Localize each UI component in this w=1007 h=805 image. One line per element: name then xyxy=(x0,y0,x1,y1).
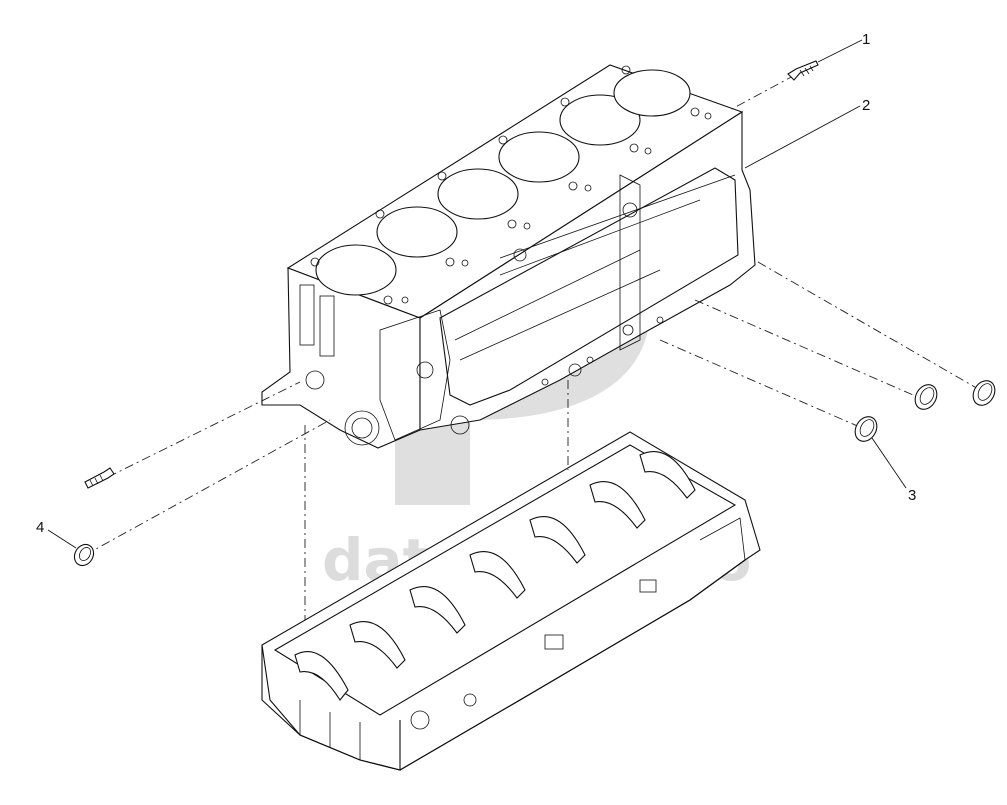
plug-icon xyxy=(854,416,878,442)
callout-1: 1 xyxy=(862,31,870,48)
crankcase-bedplate xyxy=(261,431,761,771)
bolt-part-1 xyxy=(787,60,819,81)
engine-cylinder-block xyxy=(261,64,756,449)
callout-labels: 1 2 3 4 xyxy=(36,31,916,536)
plug-part-4 xyxy=(73,543,95,567)
head-bolt-holes xyxy=(310,65,712,305)
plug-part-3-group xyxy=(854,380,996,442)
callout-2: 2 xyxy=(862,97,870,114)
bolt-part-left xyxy=(84,467,115,489)
callout-4: 4 xyxy=(36,519,44,536)
plug-icon xyxy=(972,380,996,406)
plug-icon xyxy=(914,384,938,410)
main-bearing-webs xyxy=(294,451,696,701)
callout-3: 3 xyxy=(908,487,916,504)
cylinder-bore-group xyxy=(315,69,691,296)
alignment-lines xyxy=(84,74,981,620)
callout-leaders xyxy=(47,39,907,549)
